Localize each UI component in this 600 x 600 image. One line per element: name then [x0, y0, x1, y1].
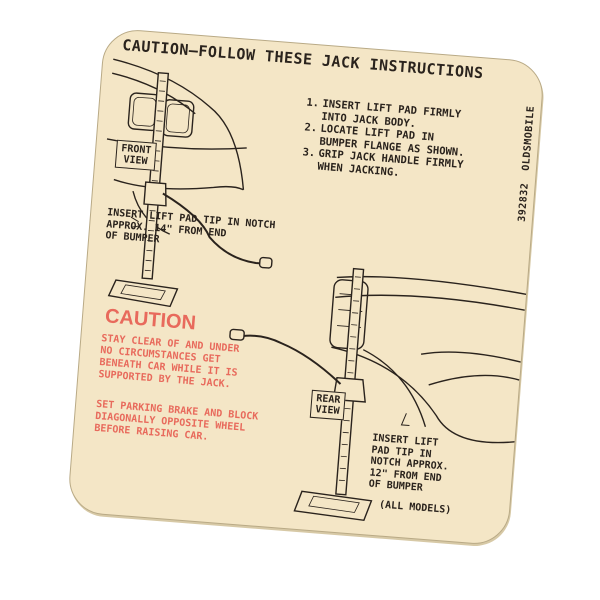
- front-view-illustration: [106, 58, 273, 308]
- instruction-list: 1.INSERT LIFT PAD FIRMLY INTO JACK BODY.…: [301, 96, 468, 183]
- jack-illustrations: [106, 58, 527, 522]
- rear-view-illustration: [229, 267, 527, 522]
- rear-lift-note: INSERT LIFT PAD TIP IN NOTCH APPROX. 12"…: [368, 433, 451, 496]
- instruction-number: 2.: [304, 121, 318, 135]
- instruction-number: 3.: [302, 146, 316, 160]
- jack-instruction-decal: CAUTION—FOLLOW THESE JACK INSTRUCTIONS 1…: [66, 27, 546, 547]
- instruction-number: 1.: [306, 96, 320, 110]
- rear-view-label: REAR VIEW: [309, 389, 346, 421]
- rear-view-label-line: VIEW: [314, 404, 340, 417]
- front-view-label: FRONT VIEW: [114, 139, 157, 171]
- front-view-label-line: VIEW: [122, 154, 148, 168]
